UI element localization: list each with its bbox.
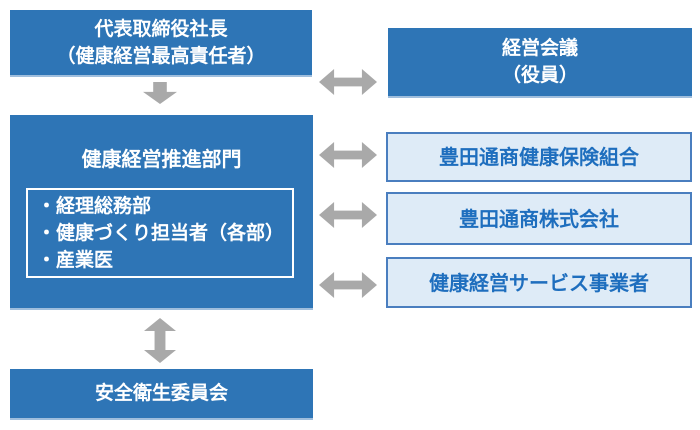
promotion-member-item: ・産業医 — [37, 249, 114, 271]
box-company: 豊田通商株式会社 — [386, 192, 692, 245]
arrow-horizontal-promotion-company-icon — [319, 202, 377, 228]
service-provider-label: 健康経営サービス事業者 — [429, 270, 649, 295]
company-label: 豊田通商株式会社 — [459, 206, 619, 231]
arrow-down-icon — [143, 82, 177, 104]
management-meeting-line1: 経営会議 — [501, 37, 578, 59]
president-line1: 代表取締役社長 — [94, 17, 228, 40]
president-line2: （健康経営最高責任者） — [56, 44, 266, 67]
box-promotion-department: 健康経営推進部門 ・経理総務部 ・健康づくり担当者（各部） ・産業医 — [10, 115, 313, 310]
safety-committee-label: 安全衛生委員会 — [94, 382, 228, 404]
promotion-department-title: 健康経営推進部門 — [81, 147, 242, 171]
arrow-horizontal-promotion-insurance-icon — [319, 142, 377, 168]
box-president: 代表取締役社長 （健康経営最高責任者） — [10, 10, 312, 77]
arrow-horizontal-president-meeting-icon — [319, 69, 377, 95]
box-service-provider: 健康経営サービス事業者 — [386, 257, 692, 308]
promotion-member-item: ・健康づくり担当者（各部） — [37, 222, 285, 244]
management-meeting-line2: （役員） — [501, 64, 578, 86]
health-insurance-union-label: 豊田通商健康保険組合 — [439, 145, 639, 169]
arrow-horizontal-promotion-service-icon — [319, 272, 377, 298]
promotion-member-item: ・経理総務部 — [37, 195, 152, 217]
box-safety-committee: 安全衛生委員会 — [10, 369, 313, 420]
promotion-members-box: ・経理総務部 ・健康づくり担当者（各部） ・産業医 — [26, 188, 294, 278]
box-health-insurance-union: 豊田通商健康保険組合 — [386, 132, 692, 182]
box-management-meeting: 経営会議 （役員） — [388, 28, 692, 98]
arrow-vertical-double-icon — [144, 318, 176, 363]
